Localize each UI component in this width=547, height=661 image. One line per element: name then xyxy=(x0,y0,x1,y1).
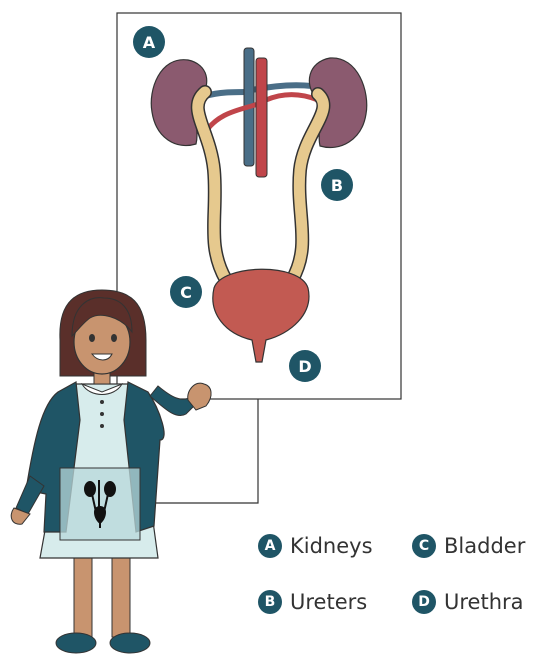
legend-item-kidneys: A Kidneys xyxy=(258,534,373,558)
legend-badge-c: C xyxy=(412,534,436,558)
legend-label-kidneys: Kidneys xyxy=(290,534,373,558)
marker-a: A xyxy=(133,26,165,58)
legend-item-urethra: D Urethra xyxy=(412,590,524,614)
marker-c: C xyxy=(170,276,202,308)
right-leg xyxy=(112,555,130,637)
legend-badge-d: D xyxy=(412,590,436,614)
svg-text:A: A xyxy=(143,33,156,52)
legend-label-ureters: Ureters xyxy=(290,590,367,614)
svg-text:C: C xyxy=(180,283,192,302)
svg-text:B: B xyxy=(331,176,343,195)
svg-text:D: D xyxy=(298,357,311,376)
marker-b: B xyxy=(321,169,353,201)
left-leg xyxy=(74,555,92,637)
legend-item-ureters: B Ureters xyxy=(258,590,367,614)
legend-item-bladder: C Bladder xyxy=(412,534,525,558)
legend-label-urethra: Urethra xyxy=(444,590,524,614)
marker-d: D xyxy=(289,350,321,382)
left-shoe xyxy=(56,633,96,653)
legend-label-bladder: Bladder xyxy=(444,534,525,558)
legend-badge-a: A xyxy=(258,534,282,558)
legend-badge-b: B xyxy=(258,590,282,614)
right-shoe xyxy=(110,633,150,653)
